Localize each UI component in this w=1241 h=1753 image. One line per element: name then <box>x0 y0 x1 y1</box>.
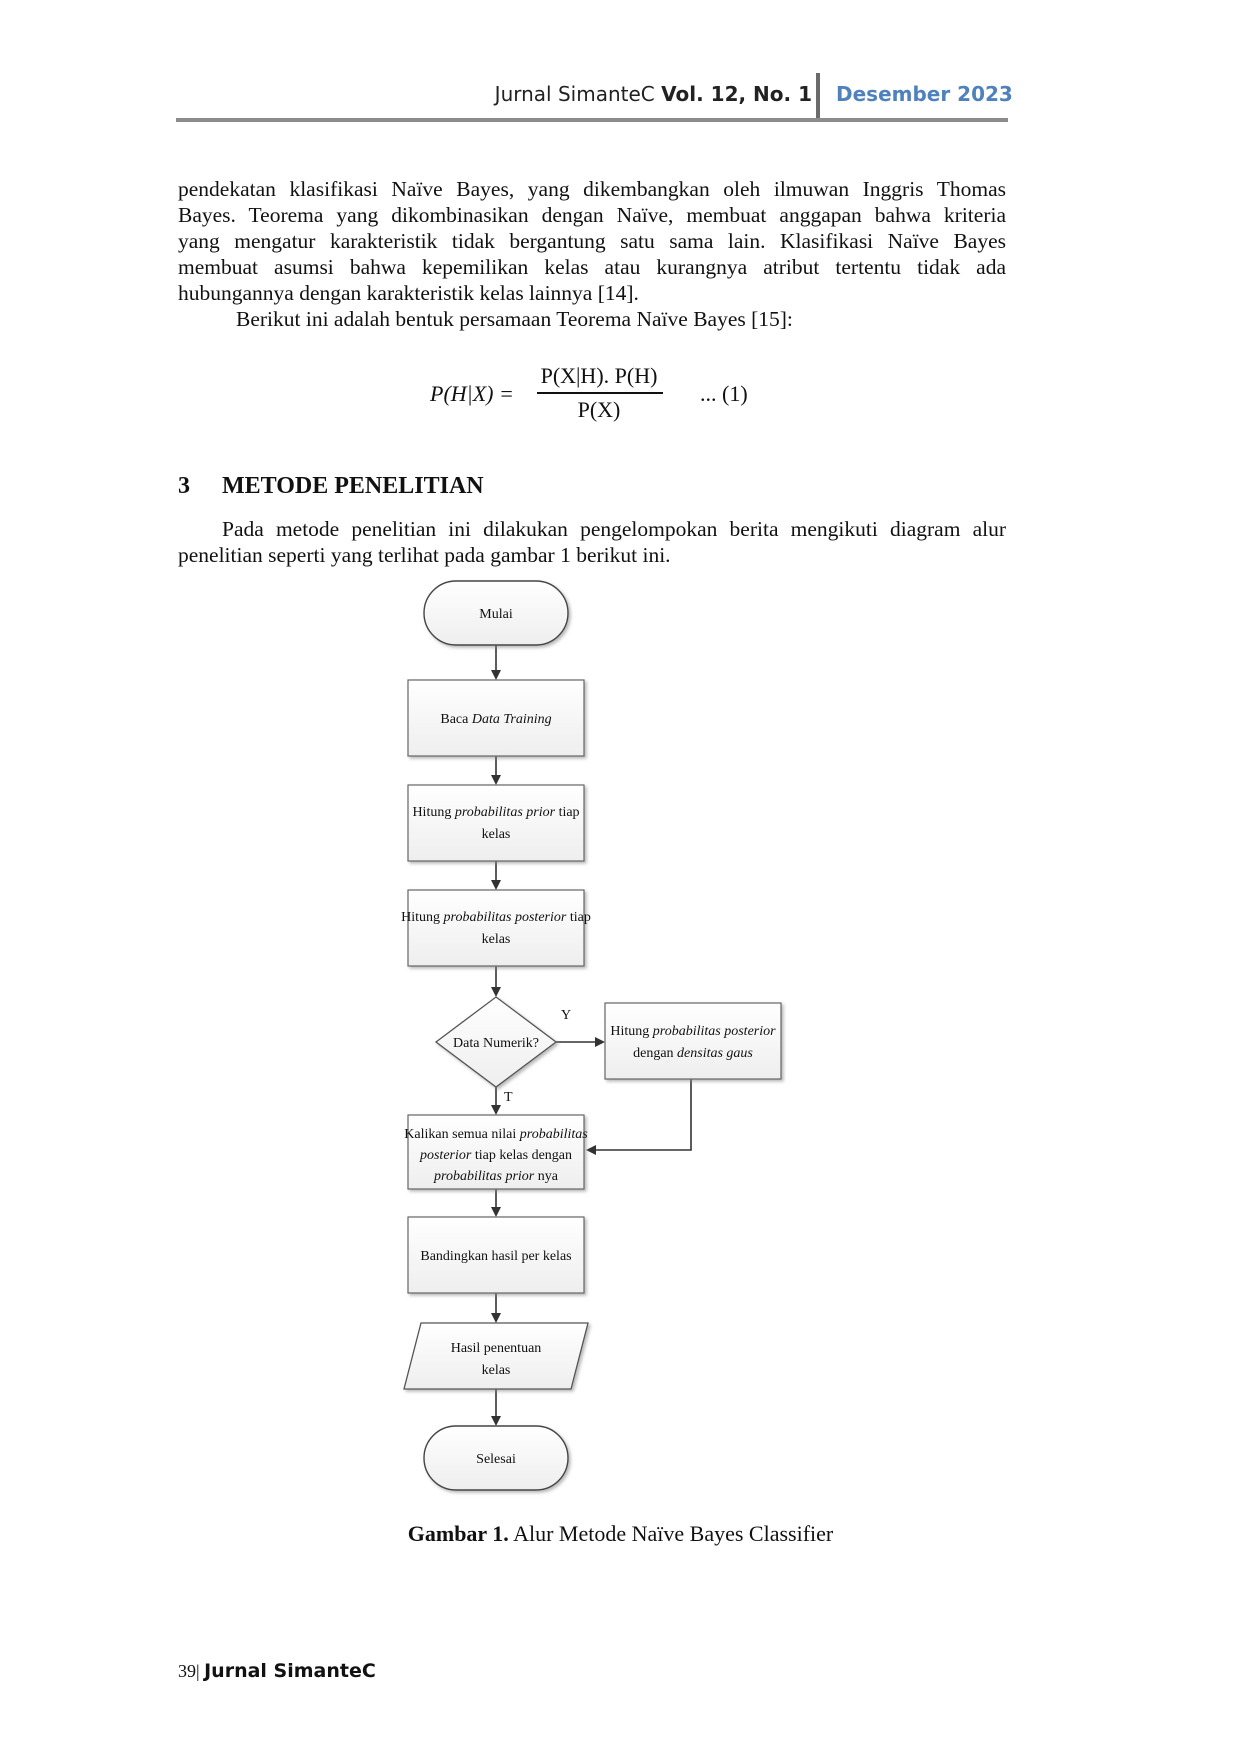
page-number: 39 <box>178 1661 196 1681</box>
equation-number: ... (1) <box>700 381 748 406</box>
intro-line: pendekatan klasifikasi Naïve Bayes, yang… <box>178 177 1006 201</box>
flow-output-label-line2: kelas <box>482 1363 511 1378</box>
footer-journal-name: Jurnal SimanteC <box>204 1660 376 1682</box>
arrow-side-to-multiply <box>586 1079 692 1155</box>
flowchart: Mulai Baca Data Training Hitung probabil… <box>401 580 782 1491</box>
flow-step-gauss-label-line2: dengan densitas gaus <box>633 1046 753 1061</box>
flowchart-connectors <box>491 645 692 1426</box>
flow-step-gauss-label-line1: Hitung probabilitas posterior <box>610 1024 776 1039</box>
flow-decision-label: Data Numerik? <box>453 1036 539 1051</box>
flow-step-read-data-label: Baca Data Training <box>440 712 551 727</box>
flow-step-multiply-label-line2: posterior tiap kelas dengan <box>419 1148 572 1163</box>
flow-step-posterior-label-line1: Hitung probabilitas posterior tiap <box>401 910 591 925</box>
flow-step-read-data: Baca Data Training <box>407 679 585 757</box>
equation-fraction-bar <box>537 392 663 394</box>
flow-output: Hasil penentuan kelas <box>403 1322 589 1390</box>
flow-step-multiply-label-line1: Kalikan semua nilai probabilitas <box>404 1127 588 1142</box>
intro-paragraph: pendekatan klasifikasi Naïve Bayes, yang… <box>178 176 1006 332</box>
flow-end-label: Selesai <box>476 1452 516 1467</box>
section-paragraph: Pada metode penelitian ini dilakukan pen… <box>178 516 1006 568</box>
flow-step-compare-label: Bandingkan hasil per kelas <box>420 1249 571 1264</box>
flow-decision: Data Numerik? Y T <box>434 996 571 1105</box>
section-line: Pada metode penelitian ini dilakukan pen… <box>222 517 1006 541</box>
header-separator <box>816 73 820 121</box>
flow-decision-no-label: T <box>504 1090 513 1105</box>
section-heading: 3 METODE PENELITIAN <box>178 473 484 500</box>
flow-step-compare: Bandingkan hasil per kelas <box>407 1216 585 1294</box>
flow-step-multiply: Kalikan semua nilai probabilitas posteri… <box>404 1114 588 1190</box>
equation-numerator: P(X|H). P(H) <box>540 363 658 388</box>
equation-lhs: P(H|X) = <box>430 381 514 406</box>
figure-caption-text: Alur Metode Naïve Bayes Classifier <box>513 1521 834 1546</box>
intro-line: hubungannya dengan karakteristik kelas l… <box>178 281 639 305</box>
header-date: Desember 2023 <box>836 82 1013 106</box>
equation-denominator: P(X) <box>577 397 621 422</box>
intro-line: yang mengatur karakteristik tidak bergan… <box>178 229 1006 253</box>
intro-line: membuat asumsi bahwa kepemilikan kelas a… <box>178 255 1006 279</box>
flow-end: Selesai <box>423 1425 569 1491</box>
figure-caption: Gambar 1. Alur Metode Naïve Bayes Classi… <box>0 1521 1241 1547</box>
header-journal-name: Jurnal SimanteC <box>494 82 655 106</box>
flow-output-label-line1: Hasil penentuan <box>451 1341 542 1356</box>
flow-step-prior-label-line2: kelas <box>482 827 511 842</box>
formula-intro: Berikut ini adalah bentuk persamaan Teor… <box>236 307 793 331</box>
flow-step-multiply-label-line3: probabilitas prior nya <box>433 1169 559 1184</box>
flow-start-label: Mulai <box>479 607 513 622</box>
flow-start: Mulai <box>423 580 569 646</box>
running-header-journal: Jurnal SimanteC Vol. 12, No. 1 <box>160 82 812 106</box>
header-volume: Vol. 12, No. 1 <box>661 82 812 106</box>
flow-step-gauss: Hitung probabilitas posterior dengan den… <box>604 1002 782 1080</box>
flow-decision-yes-label: Y <box>561 1008 571 1023</box>
section-title: METODE PENELITIAN <box>222 473 484 499</box>
intro-line: Bayes. Teorema yang dikombinasikan denga… <box>178 203 1006 227</box>
footer-separator: | <box>196 1661 200 1681</box>
flow-step-prior-label-line1: Hitung probabilitas prior tiap <box>412 805 579 820</box>
section-number: 3 <box>178 473 190 499</box>
header-rule <box>176 118 1008 122</box>
flow-step-prior: Hitung probabilitas prior tiap kelas <box>407 784 585 862</box>
figure-caption-label: Gambar 1. <box>407 1521 509 1546</box>
flow-step-posterior-label-line2: kelas <box>482 932 511 947</box>
page-footer: 39| Jurnal SimanteC <box>178 1660 376 1682</box>
flow-step-posterior: Hitung probabilitas posterior tiap kelas <box>401 889 591 967</box>
section-line: penelitian seperti yang terlihat pada ga… <box>178 543 671 567</box>
